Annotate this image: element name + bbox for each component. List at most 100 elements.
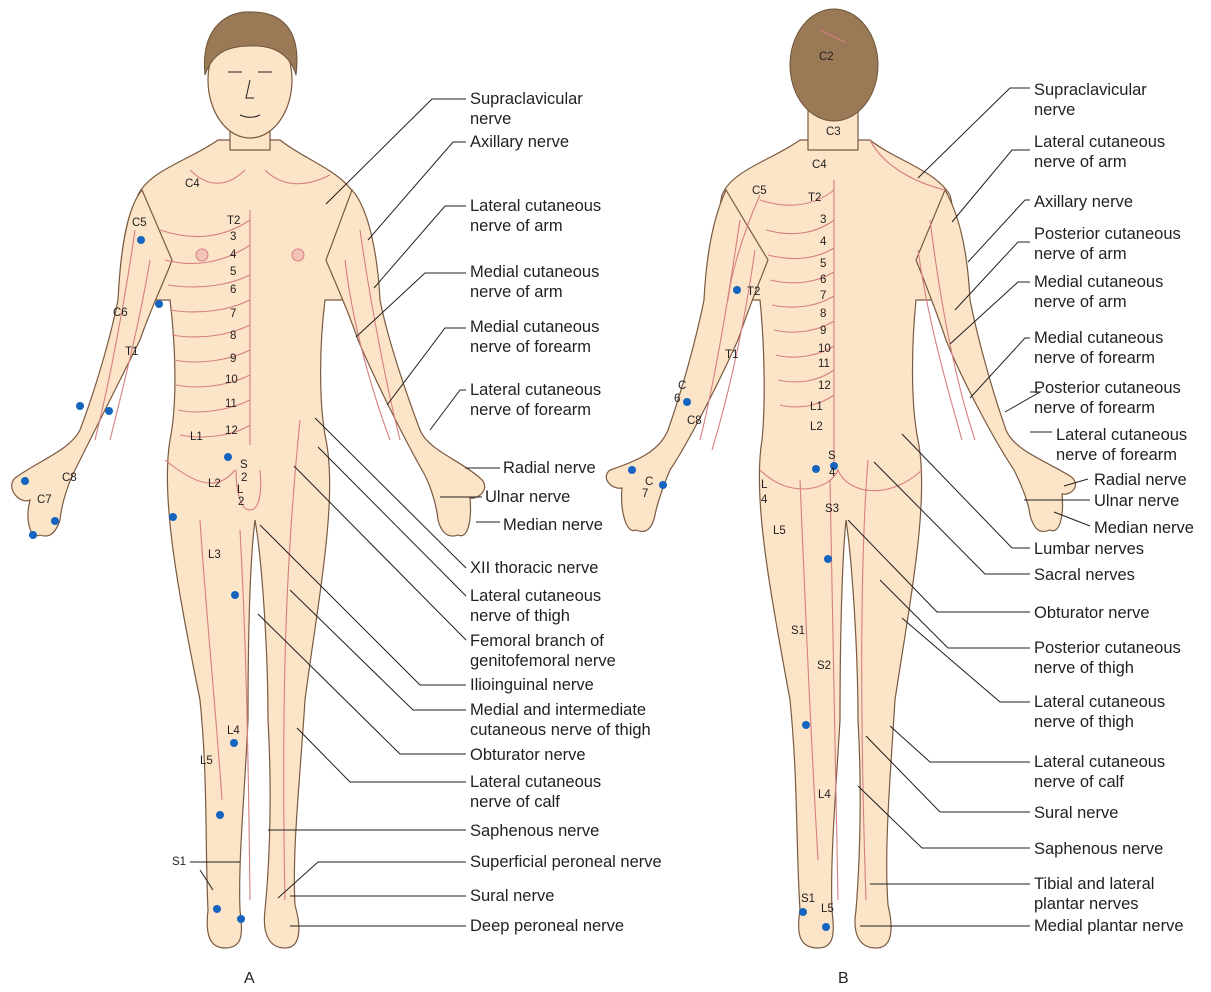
front-seg-c8: C8 xyxy=(62,472,77,485)
front-seg-l1: L1 xyxy=(190,431,203,444)
front-seg-t4: 4 xyxy=(230,249,236,262)
back-seg-t10: 10 xyxy=(818,343,831,356)
back-seg-c4: C4 xyxy=(812,159,827,172)
front-seg-l4: L4 xyxy=(227,725,240,738)
back-seg-l2: L2 xyxy=(810,421,823,434)
back-seg-t1: T1 xyxy=(725,349,738,362)
front-body xyxy=(12,12,485,948)
back-body xyxy=(606,9,1075,948)
back-label-tibial-plantar: Tibial and lateralplantar nerves xyxy=(1034,874,1154,914)
front-seg-t10: 10 xyxy=(225,374,238,387)
front-seg-l2: L2 xyxy=(208,478,221,491)
front-seg-c6: C6 xyxy=(113,307,128,320)
back-seg-t6: 6 xyxy=(820,274,826,287)
front-seg-t11: 11 xyxy=(225,398,237,411)
front-label-ilioinguinal: Ilioinguinal nerve xyxy=(470,675,594,695)
back-label-saphenous: Saphenous nerve xyxy=(1034,839,1163,859)
front-label-supraclavicular: Supraclavicularnerve xyxy=(470,89,583,129)
front-label-radial: Radial nerve xyxy=(503,458,596,478)
back-seg-l5-foot: L5 xyxy=(821,903,834,916)
back-seg-t8: 8 xyxy=(820,308,826,321)
back-seg-l4b: 4 xyxy=(761,494,767,507)
back-seg-s1-foot: S1 xyxy=(801,893,815,906)
back-label-sacral: Sacral nerves xyxy=(1034,565,1135,585)
front-seg-l3: L3 xyxy=(208,549,221,562)
back-label-lumbar: Lumbar nerves xyxy=(1034,539,1144,559)
front-seg-t1: T1 xyxy=(125,346,138,359)
back-seg-t2-arm: T2 xyxy=(747,286,760,299)
front-label-sural: Sural nerve xyxy=(470,886,554,906)
back-seg-l5: L5 xyxy=(773,525,786,538)
front-label-ulnar: Ulnar nerve xyxy=(485,487,570,507)
panel-label-a: A xyxy=(244,970,255,988)
back-seg-t11: 11 xyxy=(818,358,830,371)
back-label-axillary: Axillary nerve xyxy=(1034,192,1133,212)
back-label-med-plantar: Medial plantar nerve xyxy=(1034,916,1184,936)
front-seg-t5: 5 xyxy=(230,266,236,279)
back-label-radial: Radial nerve xyxy=(1094,470,1187,490)
back-seg-t4: 4 xyxy=(820,236,826,249)
back-seg-s3: S3 xyxy=(825,503,839,516)
front-seg-c7: C7 xyxy=(37,494,52,507)
front-seg-l5: L5 xyxy=(200,755,213,768)
front-label-femoral-branch: Femoral branch ofgenitofemoral nerve xyxy=(470,631,616,671)
front-label-xii-thoracic: XII thoracic nerve xyxy=(470,558,598,578)
back-head-hair xyxy=(790,9,878,121)
back-seg-c6a: C xyxy=(678,380,686,393)
front-seg-t8: 8 xyxy=(230,330,236,343)
back-seg-c8: C8 xyxy=(687,415,702,428)
back-arm-left xyxy=(606,190,768,531)
front-label-saphenous: Saphenous nerve xyxy=(470,821,599,841)
back-seg-c5: C5 xyxy=(752,185,767,198)
front-label-axillary: Axillary nerve xyxy=(470,132,569,152)
back-seg-c3: C3 xyxy=(826,126,841,139)
back-seg-s4b: 4 xyxy=(829,467,835,480)
front-seg-s-a: S xyxy=(240,459,248,472)
front-seg-t12: 12 xyxy=(225,425,238,438)
front-seg-s1: S1 xyxy=(172,856,186,869)
back-seg-s4a: S xyxy=(828,450,836,463)
front-seg-t6: 6 xyxy=(230,284,236,297)
back-seg-c6b: 6 xyxy=(674,393,680,406)
back-seg-t5: 5 xyxy=(820,258,826,271)
back-label-median: Median nerve xyxy=(1094,518,1194,538)
front-seg-s-d: 2 xyxy=(238,496,244,509)
front-seg-t9: 9 xyxy=(230,353,236,366)
back-label-post-cut-forearm: Posterior cutaneousnerve of forearm xyxy=(1034,378,1181,418)
back-label-sural: Sural nerve xyxy=(1034,803,1118,823)
front-label-obturator: Obturator nerve xyxy=(470,745,586,765)
back-label-lat-cut-forearm: Lateral cutaneousnerve of forearm xyxy=(1056,425,1187,465)
front-arm-left xyxy=(12,190,172,536)
front-seg-t7: 7 xyxy=(230,308,236,321)
front-arm-right xyxy=(326,190,485,536)
back-seg-t12: 12 xyxy=(818,380,831,393)
back-seg-t7: 7 xyxy=(820,290,826,303)
back-seg-c2: C2 xyxy=(819,51,834,64)
front-label-deep-peroneal: Deep peroneal nerve xyxy=(470,916,624,936)
back-seg-l4: L4 xyxy=(818,789,831,802)
front-seg-c4: C4 xyxy=(185,178,200,191)
front-label-lat-cut-arm: Lateral cutaneousnerve of arm xyxy=(470,196,601,236)
back-seg-t9: 9 xyxy=(820,325,826,338)
front-seg-t2: T2 xyxy=(227,215,240,228)
panel-label-b: B xyxy=(838,970,849,988)
front-label-median: Median nerve xyxy=(503,515,603,535)
front-seg-t3: 3 xyxy=(230,231,236,244)
back-label-ulnar: Ulnar nerve xyxy=(1094,491,1179,511)
front-nipple-left xyxy=(196,249,208,261)
back-seg-l1: L1 xyxy=(810,401,823,414)
